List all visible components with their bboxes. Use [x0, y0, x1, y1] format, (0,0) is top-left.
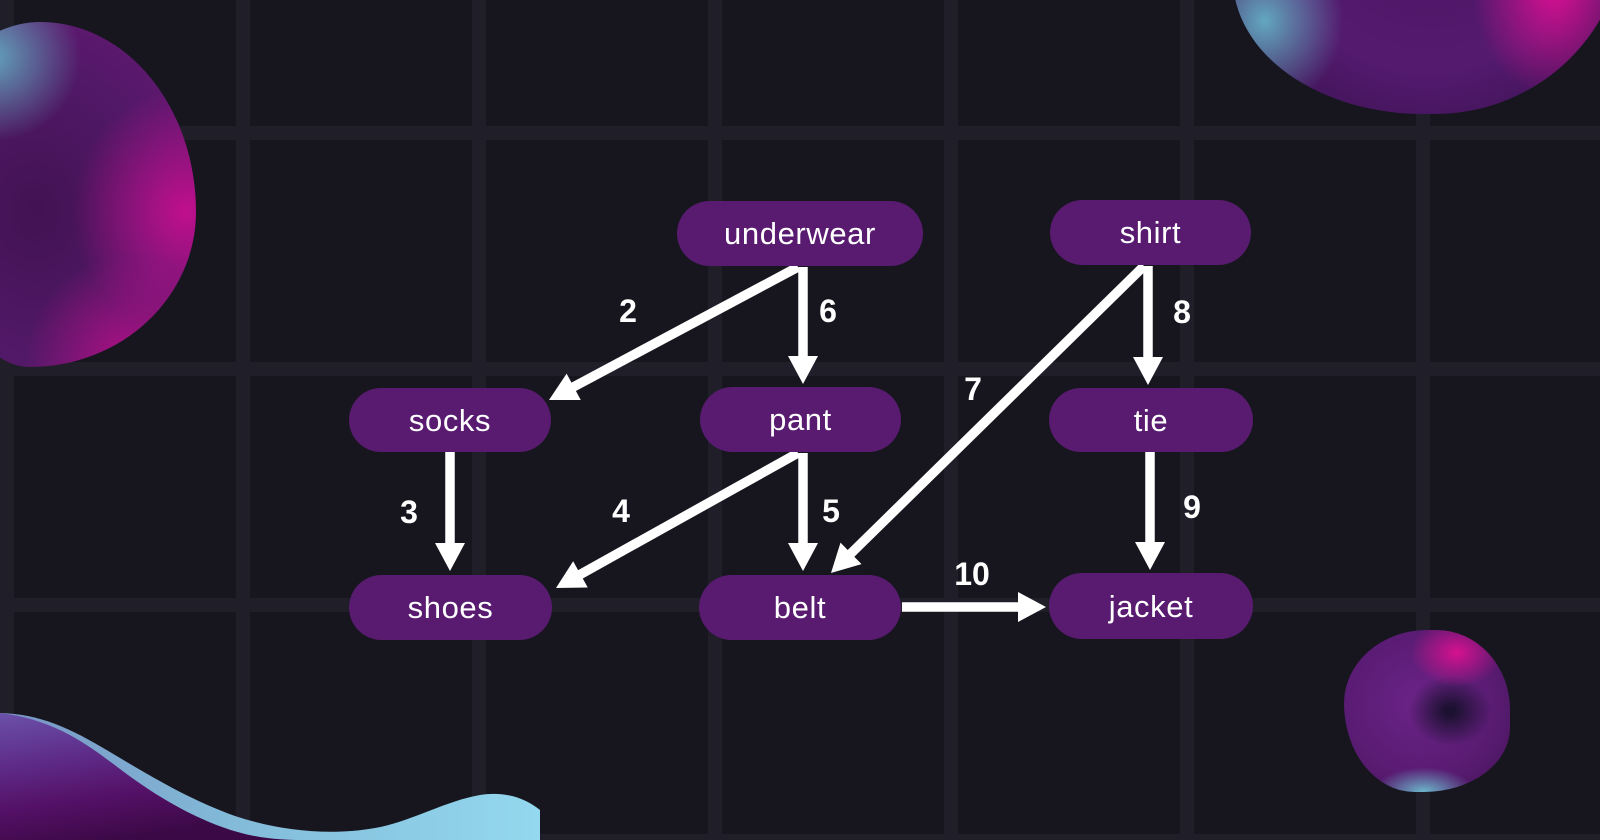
edge-pant-belt — [788, 453, 818, 571]
edge-order-label-9: 9 — [1183, 489, 1201, 525]
node-socks: socks — [349, 388, 551, 452]
edge-order-label-6: 6 — [819, 293, 837, 329]
edge-belt-jacket — [902, 592, 1046, 622]
edge-line — [845, 262, 1148, 559]
edge-line — [568, 262, 801, 393]
edge-pant-shoes — [556, 448, 801, 588]
edge-order-label-10: 10 — [954, 556, 990, 592]
node-shoes: shoes — [349, 575, 552, 640]
node-underwear: underwear — [677, 201, 923, 266]
arrowhead-icon — [1133, 357, 1163, 385]
arrowhead-icon — [788, 356, 818, 384]
edge-tie-jacket — [1135, 452, 1165, 570]
node-shirt: shirt — [1050, 200, 1251, 265]
arrowhead-icon — [1135, 542, 1165, 570]
node-pant: pant — [700, 387, 901, 452]
edge-underwear-socks — [549, 262, 801, 401]
arrowhead-icon — [788, 543, 818, 571]
node-belt: belt — [699, 575, 901, 640]
arrowhead-icon — [556, 561, 588, 588]
node-tie: tie — [1049, 388, 1253, 452]
edge-order-label-3: 3 — [400, 494, 418, 530]
arrowhead-icon — [1018, 592, 1046, 622]
arrowhead-icon — [549, 373, 581, 401]
edge-order-label-2: 2 — [619, 293, 637, 329]
edge-line — [575, 448, 801, 580]
edge-socks-shoes — [435, 452, 465, 571]
edge-order-label-5: 5 — [822, 493, 840, 529]
edge-underwear-pant — [788, 267, 818, 384]
node-jacket: jacket — [1049, 573, 1253, 639]
edge-order-label-8: 8 — [1173, 294, 1191, 330]
arrowhead-icon — [435, 543, 465, 571]
edge-shirt-belt — [831, 262, 1148, 573]
edge-shirt-tie — [1133, 266, 1163, 385]
arrowhead-icon — [831, 542, 862, 573]
edge-order-label-7: 7 — [964, 371, 982, 407]
edge-order-label-4: 4 — [612, 493, 630, 529]
